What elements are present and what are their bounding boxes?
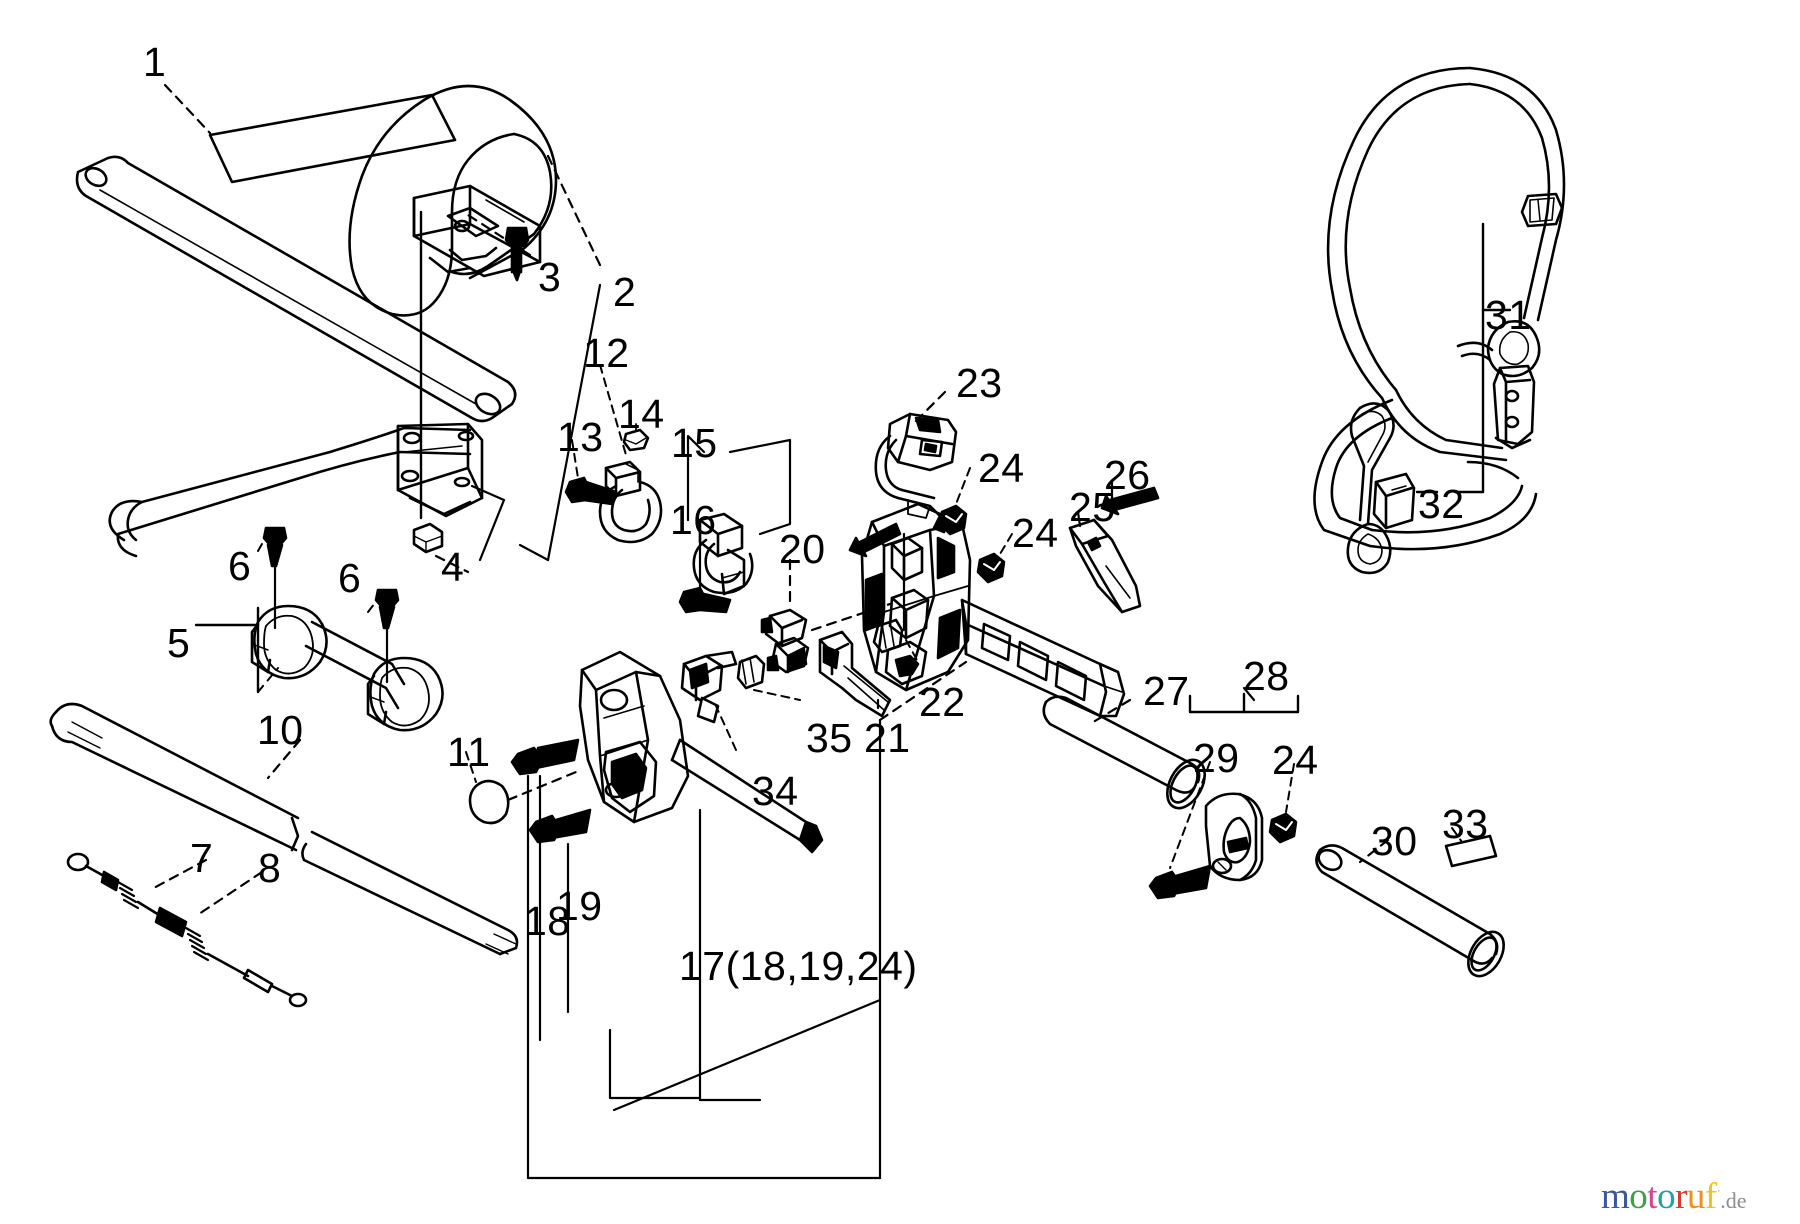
callout-8: 8 [258, 845, 282, 891]
logo-letter-u: u [1686, 1176, 1706, 1217]
part-throttle-trigger-lever [818, 630, 892, 718]
callout-22: 22 [919, 679, 966, 725]
callout-2: 2 [613, 269, 637, 315]
part-throttle-lockout-lever [1068, 518, 1142, 614]
callout-23: 23 [956, 360, 1003, 406]
callout-25: 25 [1069, 484, 1116, 530]
part-grip-decal [1444, 834, 1498, 868]
part-handlebar-clamp-assembly [250, 604, 444, 732]
callout-24-upper: 24 [978, 445, 1025, 491]
part-handlebar [108, 426, 472, 558]
logo-letter-o2: o [1657, 1176, 1676, 1217]
callout-19: 19 [556, 883, 603, 929]
part-clamp-screw-left [262, 526, 288, 568]
part-bracket-nut [412, 522, 444, 554]
logo-letter-t: t [1647, 1176, 1658, 1217]
callout-5: 5 [167, 620, 191, 666]
logo-letter-o1: o [1629, 1176, 1648, 1217]
callout-6-right: 6 [338, 555, 362, 601]
callout-15: 15 [671, 420, 718, 466]
part-tapping-screw-24c [1268, 812, 1298, 844]
callout-35: 35 [806, 715, 853, 761]
logo-letter-f: f [1704, 1176, 1717, 1217]
part-wire-connector [760, 608, 810, 674]
part-throttle-inner-cable [66, 852, 308, 1008]
callout-17-group: 17(18,19,24) [679, 943, 918, 989]
part-rod-bushing [736, 654, 766, 690]
part-main-shaft-tube [75, 155, 517, 423]
callout-4: 4 [441, 544, 465, 590]
part-housing-screw-18 [510, 738, 580, 776]
callout-27: 27 [1143, 668, 1190, 714]
part-grip-collar [1204, 792, 1264, 882]
part-tapping-screw-24b [976, 552, 1006, 584]
callout-31: 31 [1485, 292, 1532, 338]
callout-34: 34 [752, 768, 799, 814]
part-shoulder-harness [1313, 66, 1566, 551]
part-left-handlebar-tube [1315, 844, 1505, 978]
part-drive-shaft [49, 702, 519, 956]
callout-26: 26 [1104, 452, 1151, 498]
logo-registered-mark: · [1716, 1183, 1721, 1198]
part-collar-screw-29 [1148, 864, 1212, 900]
part-handlebar-bracket [396, 422, 484, 518]
callout-30: 30 [1371, 818, 1418, 864]
callout-24-lower: 24 [1012, 510, 1059, 556]
callout-28: 28 [1243, 653, 1290, 699]
part-throttle-housing-cap [468, 779, 510, 825]
logo-letter-r: r [1675, 1176, 1687, 1217]
callout-24-right: 24 [1272, 737, 1319, 783]
callout-3: 3 [538, 254, 562, 300]
part-clamp-screw-16 [678, 586, 732, 614]
part-clamp-screw-right [374, 588, 400, 630]
callout-32: 32 [1418, 481, 1465, 527]
callout-13: 13 [557, 414, 604, 460]
part-handle-bolt [504, 226, 530, 282]
part-tapping-screw-24a [938, 504, 968, 536]
part-throttle-housing-lower [578, 650, 824, 854]
logo-letter-m: m [1601, 1176, 1630, 1217]
callout-33: 33 [1442, 801, 1489, 847]
callout-12: 12 [583, 330, 630, 376]
part-loop-handle [348, 84, 558, 317]
callout-6-left: 6 [228, 543, 252, 589]
callout-1: 1 [143, 39, 167, 85]
part-housing-screw-19 [528, 808, 592, 844]
part-clamp-nut-14 [622, 428, 650, 452]
part-throttle-rod-lever [680, 650, 738, 724]
callout-20: 20 [779, 526, 826, 572]
callout-29: 29 [1193, 735, 1240, 781]
part-lockout-spring [1100, 486, 1160, 516]
callout-7: 7 [190, 835, 214, 881]
callout-11: 11 [447, 729, 491, 775]
part-throttle-grip-housing [860, 502, 1126, 718]
logo-suffix: .de [1720, 1188, 1747, 1213]
part-trigger-pivot-pin [872, 618, 904, 654]
part-warning-decal-plate [208, 93, 457, 184]
part-grip-tube [1042, 695, 1206, 810]
callout-14: 14 [618, 391, 665, 437]
part-harness-hook [1346, 402, 1395, 575]
motoruf-watermark: motoruf·.de [1601, 1178, 1746, 1215]
callout-21: 21 [864, 715, 911, 761]
callout-16: 16 [670, 497, 717, 543]
callout-18: 18 [524, 898, 571, 944]
part-cable-clamp-12 [598, 460, 663, 544]
callout-10: 10 [257, 707, 304, 753]
